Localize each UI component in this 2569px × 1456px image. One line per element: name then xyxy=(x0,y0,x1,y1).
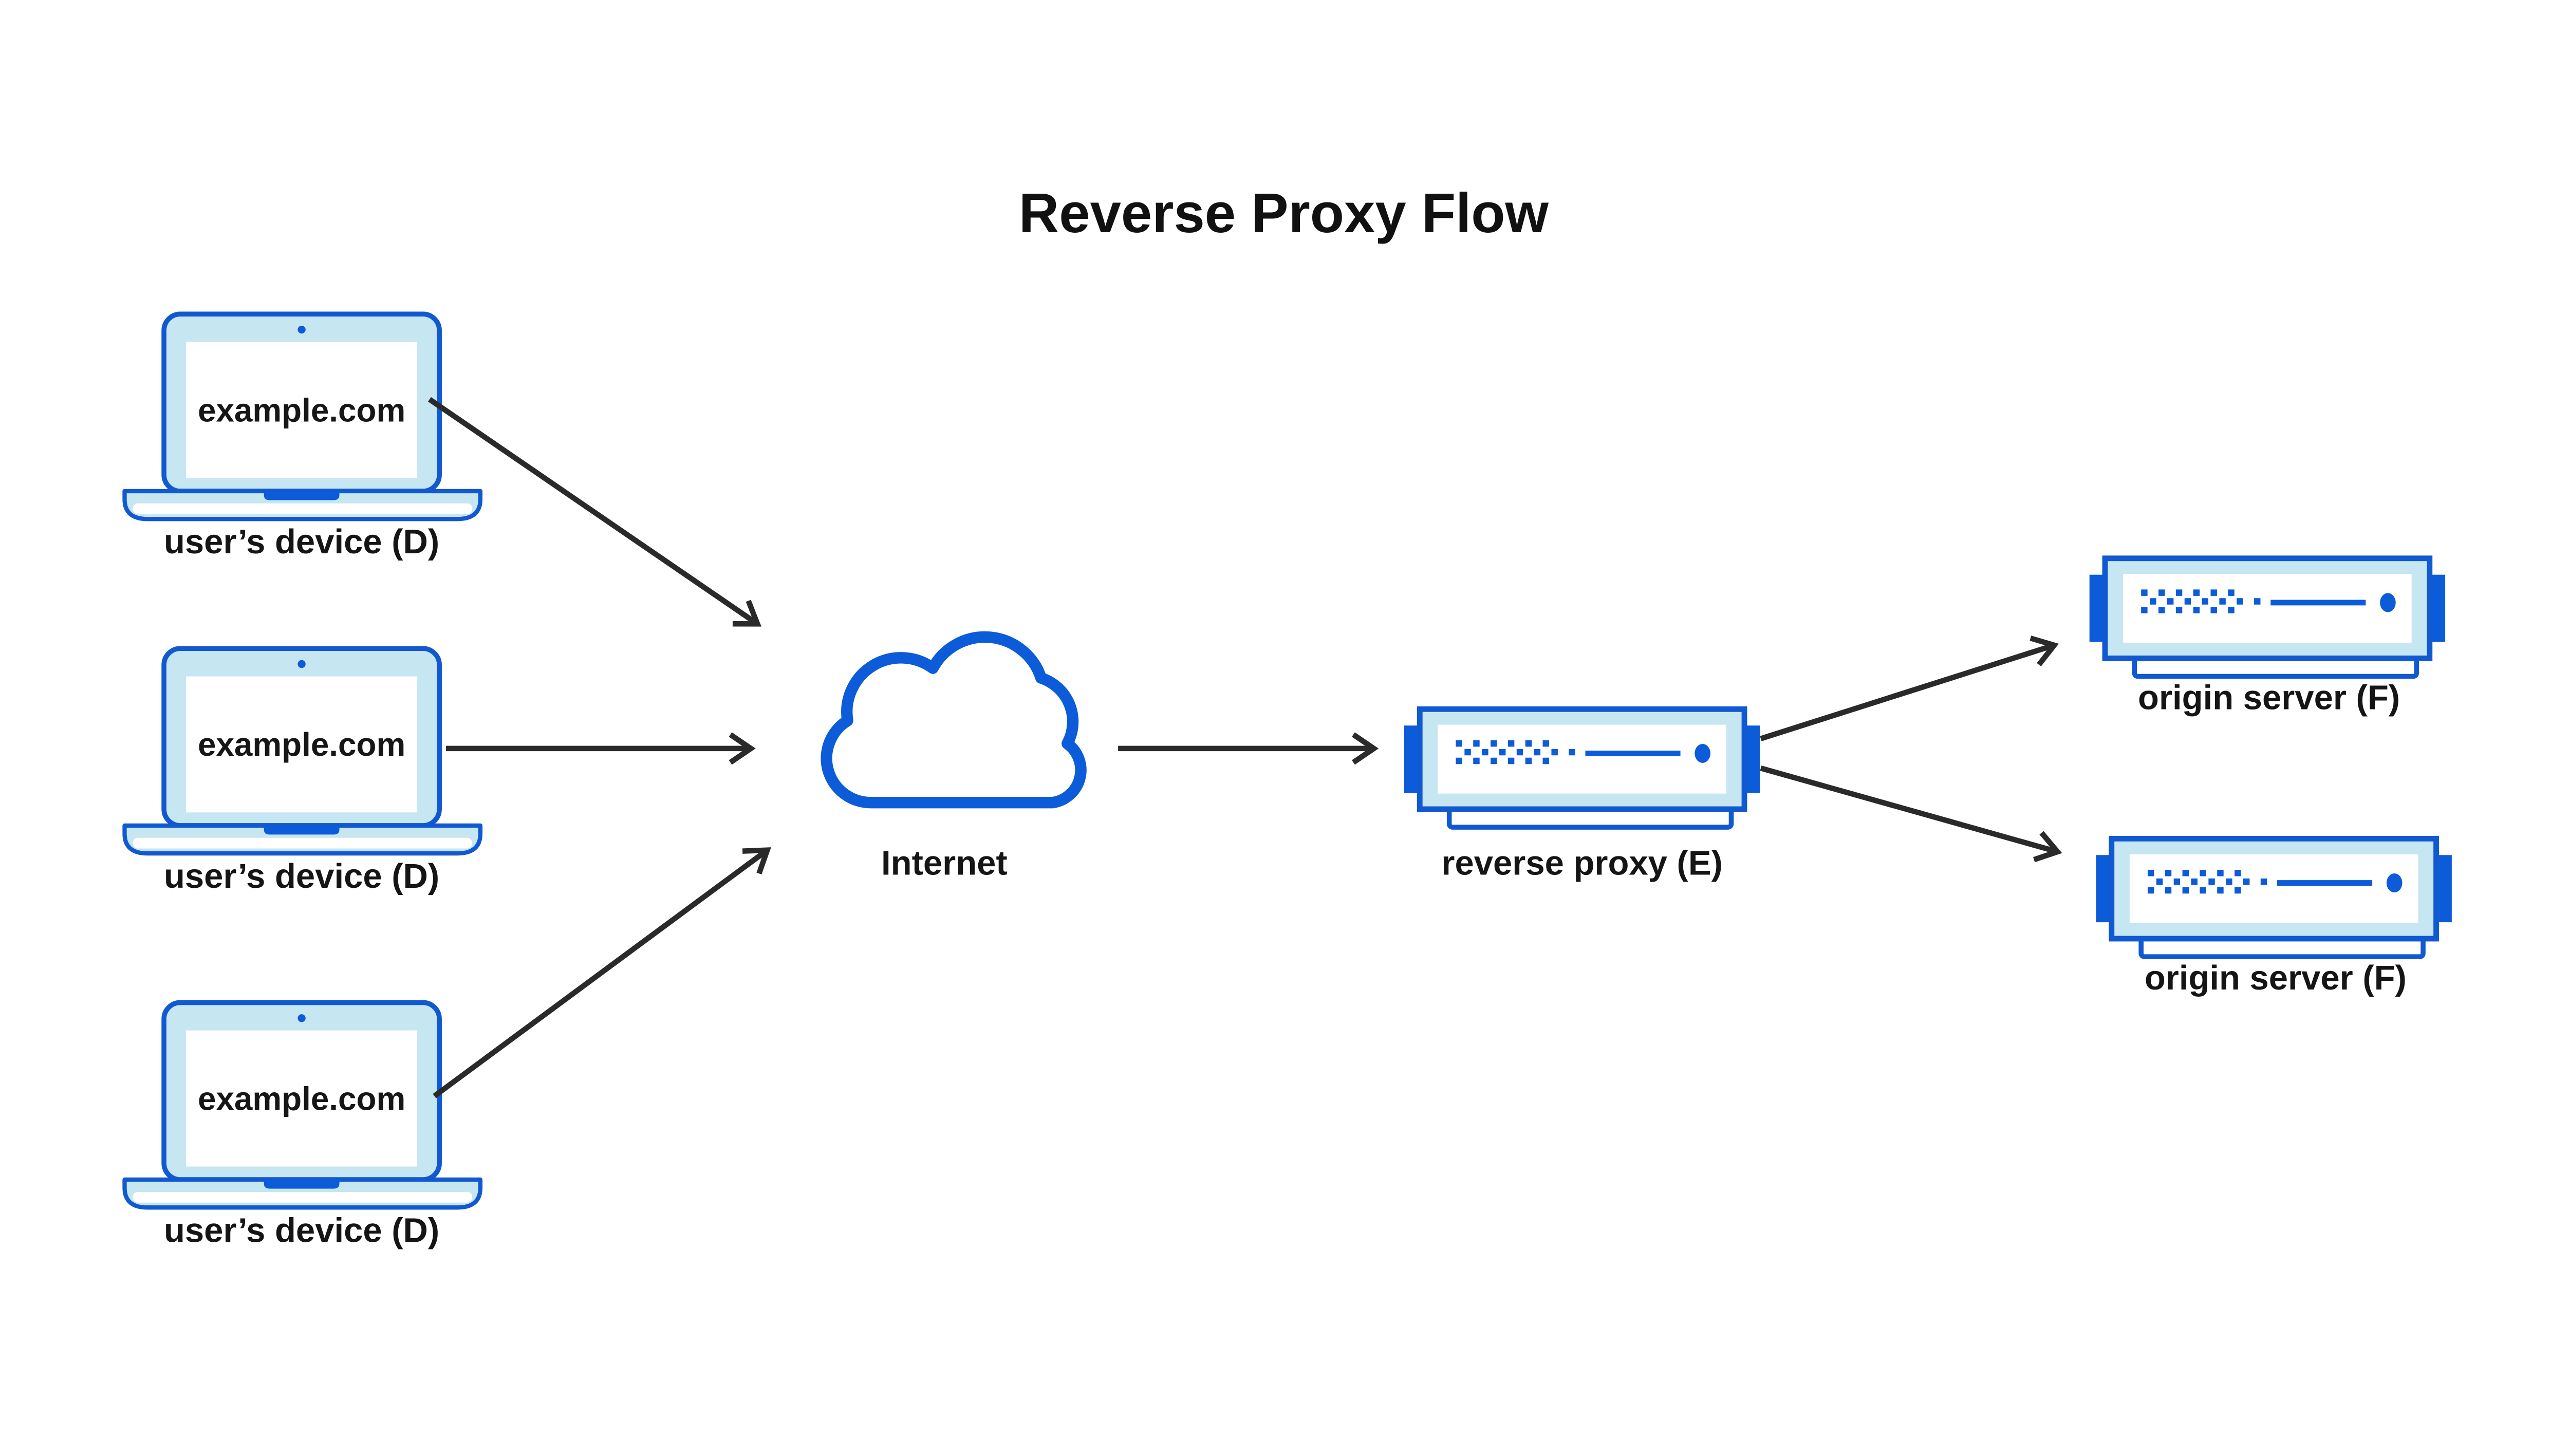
device-label: user’s device (D) xyxy=(164,1211,439,1249)
rack-server-icon xyxy=(2096,838,2451,957)
origin-server-label: origin server (F) xyxy=(2138,678,2400,717)
arrow-device1-to-internet xyxy=(428,397,761,627)
device-screen-url: example.com xyxy=(198,726,405,763)
origin-server-node-2: origin server (F) xyxy=(2096,838,2451,997)
rack-server-icon xyxy=(2090,558,2445,677)
device-label: user’s device (D) xyxy=(164,857,439,895)
arrow-device3-to-internet xyxy=(433,847,771,1098)
arrow-proxy-to-origin2 xyxy=(1760,766,2062,863)
device-screen-url: example.com xyxy=(198,1080,405,1117)
user-device-node-1: example.com user’s device (D) xyxy=(125,314,480,561)
rack-server-icon xyxy=(1404,709,1760,827)
reverse-proxy-node: reverse proxy (E) xyxy=(1404,709,1760,883)
internet-label: Internet xyxy=(881,844,1008,883)
device-screen-url: example.com xyxy=(198,391,405,428)
reverse-proxy-label: reverse proxy (E) xyxy=(1441,844,1722,883)
origin-server-label: origin server (F) xyxy=(2145,959,2407,997)
user-device-node-3: example.com user’s device (D) xyxy=(125,1002,480,1249)
cloud-icon xyxy=(821,631,1087,809)
internet-node: Internet xyxy=(821,631,1087,883)
arrow-proxy-to-origin1 xyxy=(1760,636,2059,741)
diagram-title: Reverse Proxy Flow xyxy=(1019,182,1549,244)
origin-server-node-1: origin server (F) xyxy=(2090,558,2445,717)
user-device-node-2: example.com user’s device (D) xyxy=(125,648,480,895)
device-label: user’s device (D) xyxy=(164,522,439,561)
